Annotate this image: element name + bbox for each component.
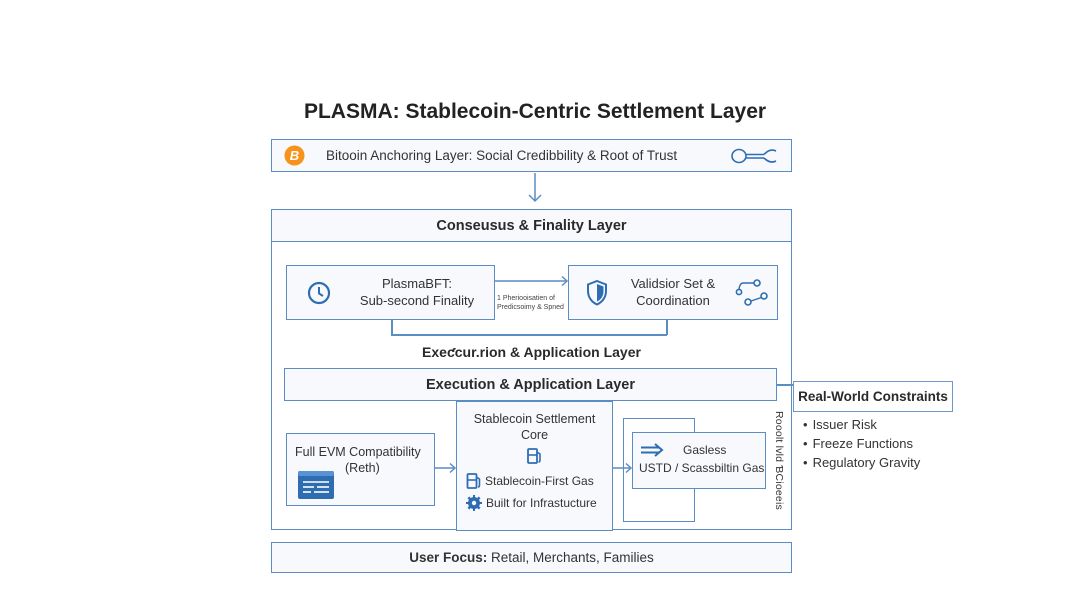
validator-subtitle: Coordination — [636, 293, 710, 308]
constraint-item: Regulatory Gravity — [803, 453, 921, 472]
gasless-subtitle: USTD / Scassbiltin Gas — [639, 461, 765, 475]
plasmabft-box: PlasmaBFT: Sub-second Finality — [286, 265, 495, 320]
connector-line — [777, 384, 795, 386]
settlement-core-box: Stablecoin Settlement Core Stablecoin-Fi… — [456, 401, 613, 531]
fuel-pump-icon — [526, 447, 544, 465]
connector-line — [666, 318, 668, 335]
constraints-list: Issuer Risk Freeze Functions Regulatory … — [803, 415, 921, 472]
feature-stablecoin-first-gas: Stablecoin-First Gas — [466, 472, 594, 490]
connector-note-line2: Predicsoimy & Spned — [497, 304, 564, 311]
plasmabft-subtitle: Sub-second Finality — [359, 293, 475, 308]
network-nodes-icon — [735, 278, 769, 308]
gasless-box: Gasless USTD / Scassbiltin Gas — [632, 432, 766, 489]
bitcoin-anchoring-layer: B Bitooin Anchoring Layer: Social Credib… — [271, 139, 792, 172]
gasless-title: Gasless — [683, 443, 727, 457]
validator-box: Validsior Set & Coordination — [568, 265, 778, 320]
constraint-item: Freeze Functions — [803, 434, 920, 453]
evm-subtitle: (Reth) — [345, 461, 380, 475]
down-arrow-connector — [528, 173, 542, 203]
consensus-header-text: Conseusus & Finality Layer — [436, 217, 627, 234]
right-arrow-connector — [435, 462, 457, 474]
evm-title: Full EVM Compatibility — [295, 445, 421, 459]
constraint-item: Issuer Risk — [803, 415, 920, 434]
shield-icon — [586, 280, 608, 306]
feature-built-for-infrastructure: Built for Infrastucture — [466, 495, 597, 511]
user-focus-label: User Focus: — [409, 550, 488, 565]
clock-icon — [307, 281, 331, 305]
connector-note-line1: 1 Pheriooisatien of — [497, 295, 555, 302]
connector-line — [391, 334, 667, 336]
feature-label: Built for Infrastucture — [486, 496, 597, 510]
right-arrow-connector — [613, 462, 633, 474]
connector-line — [391, 318, 393, 335]
bitcoin-icon: B — [284, 145, 305, 166]
settlement-core-title: Stablecoin Settlement — [473, 412, 596, 426]
plasmabft-title: PlasmaBFT: — [381, 276, 453, 291]
vertical-label: Rooolt lvld ƁCioeeis — [773, 411, 785, 510]
execution-layer-header: Execution & Application Layer — [284, 368, 777, 401]
feature-label: Stablecoin-First Gas — [485, 474, 594, 488]
consensus-layer-header: Conseusus & Finality Layer — [271, 209, 792, 242]
diagram-title: PLASMA: Stablecoin-Centric Settlement La… — [303, 100, 767, 123]
evm-compatibility-box: Full EVM Compatibility (Reth) — [286, 433, 435, 506]
execution-layer-label-duplicate: Exeƈcur.rion & Application Layer — [422, 344, 641, 360]
settlement-core-subtitle: Core — [520, 428, 549, 442]
key-link-icon — [730, 146, 782, 166]
double-arrow-icon — [641, 443, 665, 457]
constraints-header: Real-World Constraints — [793, 381, 953, 412]
browser-window-icon — [298, 471, 334, 499]
svg-text:B: B — [290, 148, 299, 163]
user-focus-bar: User Focus: Retail, Merchants, Families — [271, 542, 792, 573]
right-arrow-connector — [495, 275, 569, 287]
constraints-title: Real-World Constraints — [798, 389, 948, 404]
validator-title: Validsior Set & — [630, 276, 716, 291]
user-focus-values: Retail, Merchants, Families — [487, 550, 654, 565]
bitcoin-layer-label: Bitooin Anchoring Layer: Social Credibbi… — [326, 148, 678, 163]
fuel-pump-icon — [466, 472, 482, 490]
gear-icon — [466, 495, 482, 511]
execution-header-text: Execution & Application Layer — [426, 376, 635, 393]
